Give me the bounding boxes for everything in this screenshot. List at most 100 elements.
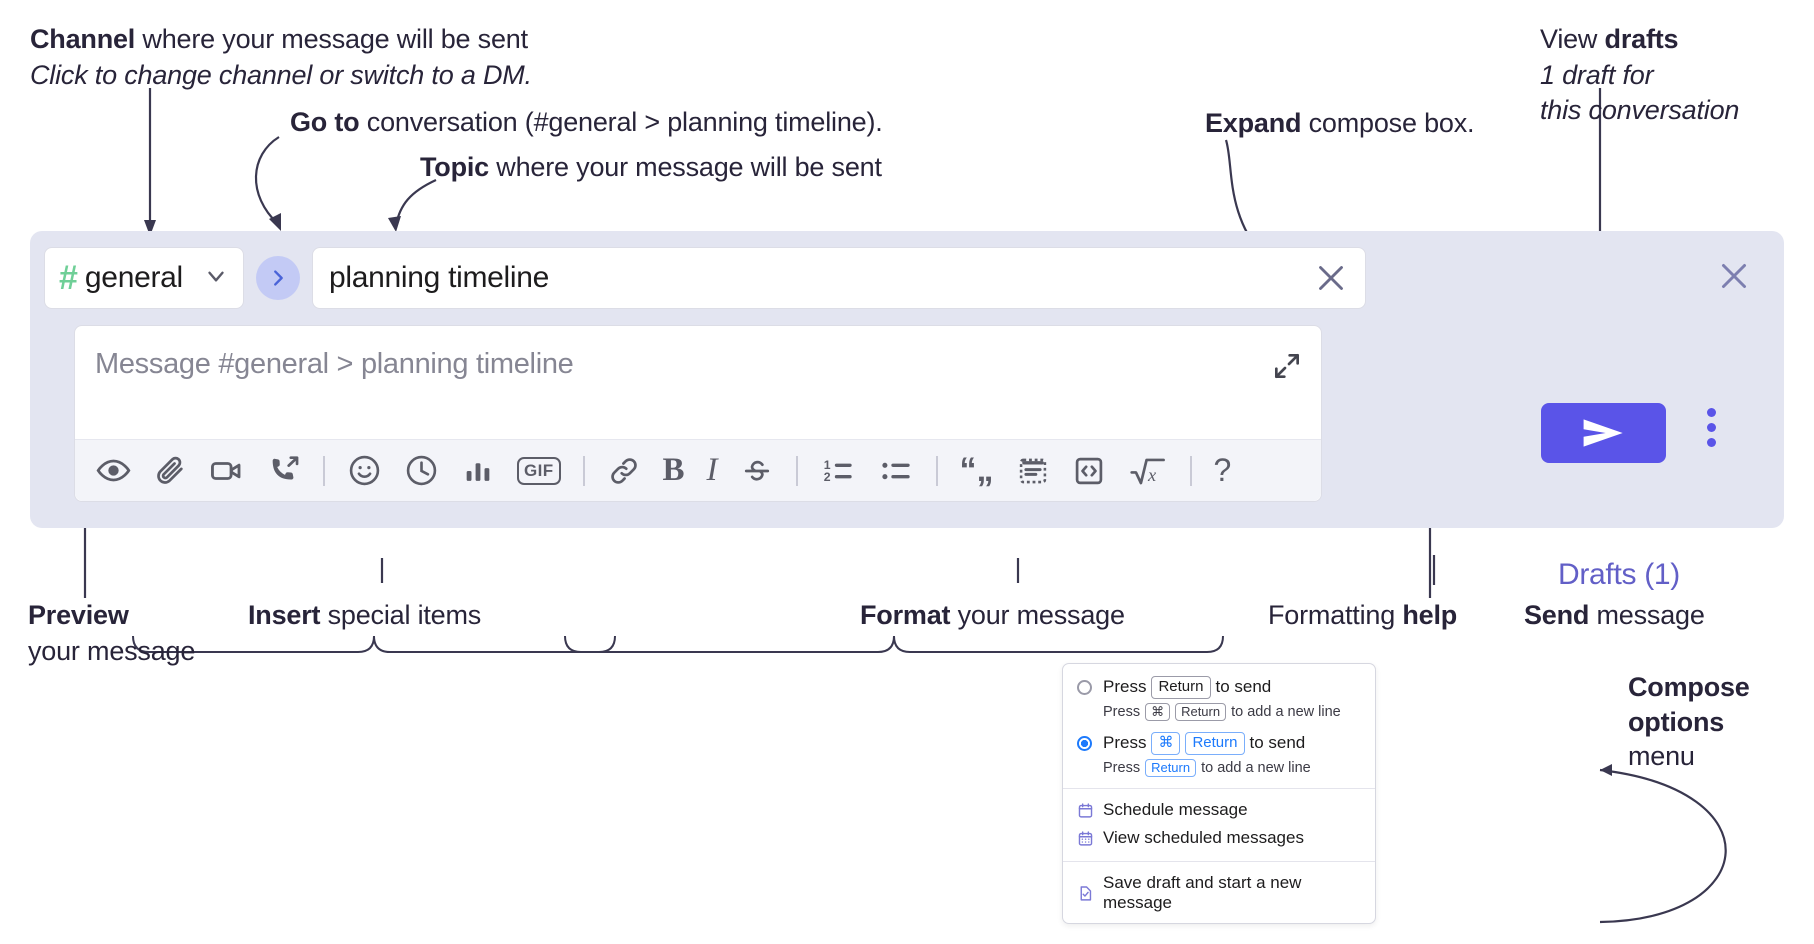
channel-name-label: general	[84, 261, 183, 294]
option1-pre: Press	[1103, 677, 1147, 697]
compose-options-button[interactable]	[1707, 408, 1716, 447]
channel-selector-button[interactable]: # general	[44, 247, 244, 309]
poll-icon[interactable]	[450, 449, 506, 493]
math-icon[interactable]: x	[1117, 449, 1179, 493]
close-icon[interactable]	[1716, 258, 1752, 299]
option2-pre: Press	[1103, 733, 1147, 753]
svg-text:2: 2	[823, 469, 830, 483]
italic-icon[interactable]: I	[696, 449, 729, 493]
option2-sub-post: to add a new line	[1201, 759, 1311, 776]
annotation-channel: Channel where your message will be sent …	[30, 22, 650, 93]
option2-sub-key: Return	[1145, 758, 1197, 777]
menu-option2-text: Press ⌘ Return to send	[1103, 732, 1305, 755]
annotation-insert: Insert special items	[248, 598, 481, 634]
svg-text:x: x	[1147, 464, 1157, 484]
toolbar-separator	[1189, 455, 1192, 486]
svg-text:1: 1	[823, 457, 830, 471]
option2-key2: Return	[1185, 732, 1245, 755]
help-icon[interactable]: ?	[1203, 449, 1243, 493]
annotation-goto-bold: Go to	[290, 107, 360, 137]
menu-option2-subtext: Press Return to add a new line	[1077, 758, 1311, 777]
annotation-compose-options-bold2: options	[1628, 706, 1725, 737]
annotation-expand-bold: Expand	[1205, 108, 1302, 138]
menu-radio-option-cmd-return[interactable]: Press ⌘ Return to send	[1063, 730, 1375, 757]
phone-forward-icon[interactable]	[256, 449, 312, 493]
topic-value: planning timeline	[329, 261, 550, 294]
chevron-down-icon	[203, 263, 229, 294]
annotation-send-bold: Send	[1524, 600, 1590, 630]
emoji-icon[interactable]	[336, 449, 393, 493]
formatting-toolbar: GIF B I 1 2	[75, 439, 1321, 501]
annotation-help-bold: help	[1402, 600, 1458, 630]
drafts-link[interactable]: Drafts (1)	[1557, 558, 1680, 591]
annotation-topic-bold: Topic	[420, 152, 489, 182]
annotation-send: Send message	[1524, 598, 1705, 634]
annotation-goto-rest: conversation (#general > planning timeli…	[359, 107, 883, 137]
menu-item-label: View scheduled messages	[1103, 828, 1304, 847]
preview-icon[interactable]	[85, 449, 142, 493]
bold-icon[interactable]: B	[652, 449, 696, 493]
menu-option1-subtext-row: Press ⌘ Return to add a new line	[1063, 701, 1375, 723]
compose-header-row: # general planning timeline	[44, 247, 1366, 309]
annotation-help: Formatting help	[1268, 598, 1457, 634]
option1-sub-pre: Press	[1103, 703, 1141, 720]
annotation-preview-bold: Preview	[28, 600, 129, 630]
calendar-schedule-icon	[1077, 802, 1094, 819]
code-block-icon[interactable]	[1005, 449, 1061, 493]
annotation-topic-rest: where your message will be sent	[489, 152, 882, 182]
option2-sub-pre: Press	[1103, 759, 1141, 776]
annotation-channel-rest: where your message will be sent	[135, 24, 528, 54]
gif-label: GIF	[517, 456, 561, 485]
option2-key1: ⌘	[1151, 732, 1181, 755]
hash-icon: #	[59, 259, 78, 297]
annotation-expand-rest: compose box.	[1301, 108, 1475, 138]
option2-post: to send	[1249, 733, 1306, 753]
blockquote-icon[interactable]: “„	[949, 449, 1005, 493]
menu-item-view-scheduled[interactable]: View scheduled messages	[1063, 824, 1375, 852]
annotation-compose-options-rest: menu	[1628, 741, 1695, 772]
option1-sub-key2: Return	[1175, 702, 1227, 721]
menu-item-save-draft[interactable]: Save draft and start a new message	[1063, 869, 1375, 917]
code-icon[interactable]	[1061, 449, 1117, 493]
clock-icon[interactable]	[393, 449, 450, 493]
strikethrough-icon[interactable]	[729, 449, 785, 493]
annotation-drafts-italic1: 1 draft for	[1540, 59, 1654, 90]
go-to-conversation-button[interactable]	[256, 256, 300, 300]
message-placeholder: Message #general > planning timeline	[95, 348, 574, 380]
menu-option1-text: Press Return to send	[1103, 676, 1271, 699]
bold-label: B	[662, 452, 685, 488]
menu-radio-option-return[interactable]: Press Return to send	[1063, 674, 1375, 701]
video-icon[interactable]	[198, 449, 256, 493]
toolbar-separator	[935, 455, 938, 486]
annotation-goto: Go to conversation (#general > planning …	[290, 105, 883, 141]
menu-item-label: Save draft and start a new message	[1103, 873, 1302, 912]
send-button[interactable]	[1541, 403, 1666, 463]
expand-icon[interactable]	[1271, 350, 1303, 387]
option1-sub-post: to add a new line	[1231, 703, 1341, 720]
bulleted-list-icon[interactable]	[867, 449, 925, 493]
topic-input[interactable]: planning timeline	[312, 247, 1366, 309]
menu-divider	[1063, 861, 1375, 862]
annotation-insert-rest: special items	[320, 600, 482, 630]
annotation-format-bold: Format	[860, 600, 951, 630]
gif-icon[interactable]: GIF	[506, 449, 572, 493]
annotation-preview-rest: your message	[28, 635, 196, 666]
menu-item-label: Schedule message	[1103, 800, 1248, 819]
ordered-list-icon[interactable]: 1 2	[809, 449, 867, 493]
annotation-channel-bold: Channel	[30, 24, 136, 54]
attachment-icon[interactable]	[142, 449, 198, 493]
annotation-compose-options-bold1: Compose	[1628, 672, 1750, 702]
annotation-drafts-italic2: this conversation	[1540, 95, 1740, 126]
menu-option2-subtext-row: Press Return to add a new line	[1063, 757, 1375, 779]
clear-topic-icon[interactable]	[1313, 260, 1349, 296]
italic-label: I	[706, 452, 718, 488]
help-label: ?	[1213, 452, 1232, 488]
menu-item-schedule-message[interactable]: Schedule message	[1063, 796, 1375, 824]
message-input-box[interactable]: Message #general > planning timeline	[74, 325, 1322, 502]
save-draft-icon	[1077, 885, 1094, 902]
compose-widget: # general planning timeline Message #gen…	[30, 231, 1784, 591]
blockquote-glyph: “„	[959, 451, 994, 489]
link-icon[interactable]	[596, 449, 652, 493]
annotation-topic: Topic where your message will be sent	[420, 150, 882, 186]
radio-unselected-icon	[1077, 679, 1092, 695]
